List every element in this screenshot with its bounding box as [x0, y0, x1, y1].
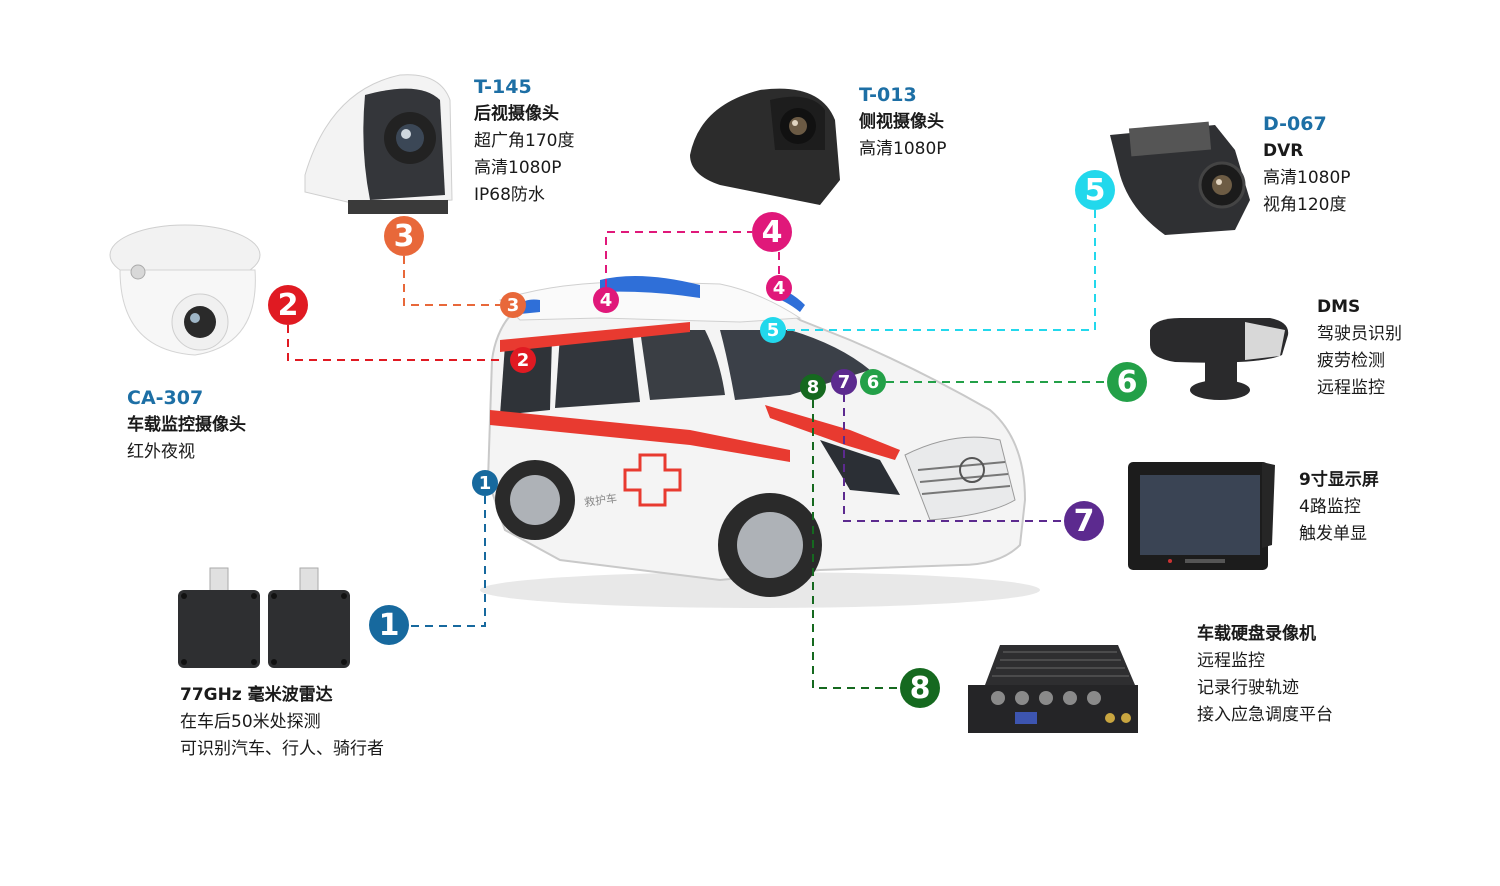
t145-description: T-145 后视摄像头 超广角170度 高清1080P IP68防水: [474, 73, 574, 209]
d067-model: D-067: [1263, 113, 1327, 135]
radar-feature: 可识别汽车、行人、骑行者: [180, 739, 384, 759]
radar-feature: 在车后50米处探测: [180, 712, 321, 732]
mdvr-feature: 远程监控: [1197, 651, 1265, 671]
badge-1-large: 1: [369, 605, 409, 645]
mdvr-description: 车载硬盘录像机 远程监控 记录行驶轨迹 接入应急调度平台: [1197, 621, 1333, 729]
t145-feature: 高清1080P: [474, 158, 562, 178]
monitor-illustration: [1128, 462, 1275, 570]
t145-feature: 超广角170度: [474, 131, 575, 151]
badge-5-large: 5: [1075, 170, 1115, 210]
dvr-illustration: [1110, 121, 1250, 235]
badge-6-small: 6: [860, 369, 886, 395]
connector-3: [403, 256, 500, 306]
t013-name: 侧视摄像头: [859, 112, 944, 132]
t145-model: T-145: [474, 76, 532, 98]
badge-3-small: 3: [500, 292, 526, 318]
dms-name: DMS: [1317, 297, 1361, 317]
connector-5: [786, 210, 1096, 331]
connector-1: [410, 496, 486, 627]
badge-8-large: 8: [900, 668, 940, 708]
monitor-feature: 4路监控: [1299, 497, 1361, 517]
dms-feature: 疲劳检测: [1317, 351, 1385, 371]
badge-4-small-a: 4: [593, 287, 619, 313]
ca307-feature: 红外夜视: [127, 442, 195, 462]
badge-1-small: 1: [472, 470, 498, 496]
t013-model: T-013: [859, 84, 917, 106]
badge-4-small-b: 4: [766, 275, 792, 301]
t145-feature: IP68防水: [474, 185, 545, 205]
radar-name: 77GHz 毫米波雷达: [180, 685, 333, 705]
dms-illustration: [1150, 318, 1289, 400]
badge-2-small: 2: [510, 347, 536, 373]
side-camera-illustration: [690, 88, 840, 205]
badge-6-large: 6: [1107, 362, 1147, 402]
dome-camera-illustration: [109, 224, 261, 356]
dms-description: DMS 驾驶员识别 疲劳检测 远程监控: [1317, 294, 1402, 402]
monitor-description: 9寸显示屏 4路监控 触发单显: [1299, 467, 1379, 548]
dms-feature: 驾驶员识别: [1317, 324, 1402, 344]
ca307-model: CA-307: [127, 387, 204, 409]
mdvr-feature: 记录行驶轨迹: [1197, 678, 1299, 698]
d067-description: D-067 DVR 高清1080P 视角120度: [1263, 110, 1351, 219]
t013-feature: 高清1080P: [859, 139, 947, 159]
ca307-name: 车载监控摄像头: [127, 415, 246, 435]
radar-description: 77GHz 毫米波雷达 在车后50米处探测 可识别汽车、行人、骑行者: [180, 682, 384, 763]
dms-feature: 远程监控: [1317, 378, 1385, 398]
d067-name: DVR: [1263, 141, 1304, 161]
badge-7-small: 7: [831, 369, 857, 395]
badge-2-large: 2: [268, 285, 308, 325]
ambulance-illustration: [480, 276, 1040, 608]
ca307-description: CA-307 车载监控摄像头 红外夜视: [127, 384, 246, 466]
rear-camera-illustration: [304, 74, 453, 214]
monitor-feature: 触发单显: [1299, 524, 1367, 544]
d067-feature: 高清1080P: [1263, 168, 1351, 188]
mdvr-feature: 接入应急调度平台: [1197, 705, 1333, 725]
connector-4a: [605, 231, 752, 287]
mdvr-illustration: [968, 645, 1138, 733]
badge-8-small: 8: [800, 374, 826, 400]
badge-5-small: 5: [760, 317, 786, 343]
t013-description: T-013 侧视摄像头 高清1080P: [859, 81, 947, 163]
radar-illustration: [178, 567, 350, 668]
d067-feature: 视角120度: [1263, 195, 1347, 215]
badge-3-large: 3: [384, 216, 424, 256]
connector-7: [843, 394, 1064, 522]
badge-7-large: 7: [1064, 501, 1104, 541]
t145-name: 后视摄像头: [474, 104, 559, 124]
connector-2: [287, 325, 505, 361]
monitor-name: 9寸显示屏: [1299, 470, 1379, 490]
connector-8: [812, 400, 900, 689]
badge-4-large: 4: [752, 212, 792, 252]
mdvr-name: 车载硬盘录像机: [1197, 624, 1316, 644]
